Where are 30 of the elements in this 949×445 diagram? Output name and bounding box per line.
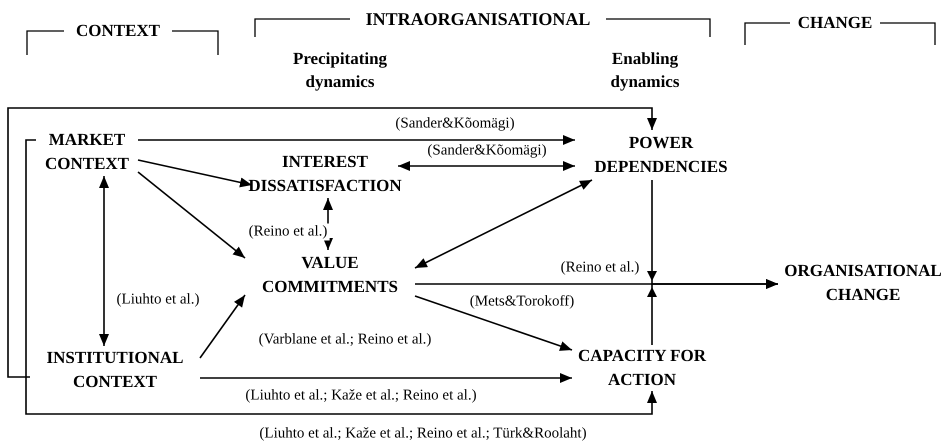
arrow	[414, 179, 592, 269]
edge-label: (Sander&Kõomägi)	[425, 142, 549, 160]
arrow	[25, 139, 657, 415]
node-label: CAPACITY FOR ACTION	[577, 345, 708, 391]
arrow	[99, 176, 109, 346]
edge-label: (Liuhto et al.)	[114, 292, 202, 308]
edge-label: (Sander&Kõomägi)	[393, 116, 517, 132]
edge-label: (Reino et al.)	[558, 260, 642, 276]
node-label: VALUE COMMITMENTS	[261, 252, 399, 298]
edge-label: (Liuhto et al.; Kaže et al.; Reino et al.; Türk&Roolaht)	[257, 426, 589, 442]
node-label: INSTITUTIONAL CONTEXT	[46, 347, 184, 393]
arrow	[138, 135, 575, 145]
arrow	[138, 171, 246, 259]
node-label: INTEREST DISSATISFACTION	[248, 151, 402, 197]
arrow	[7, 107, 657, 378]
node-label: POWER DEPENDENCIES	[593, 132, 729, 178]
arrow	[138, 159, 252, 188]
arrow	[199, 294, 246, 358]
node-label: ORGANISATIONAL CHANGE	[783, 260, 943, 306]
edge-label: (Varblane et al.; Reino et al.)	[256, 332, 434, 348]
arrow	[200, 373, 572, 383]
subheading: Enabling dynamics	[610, 48, 680, 93]
node-label: MARKET CONTEXT	[44, 129, 130, 175]
edge-label: (Mets&Torokoff)	[468, 294, 576, 310]
edge-label: (Liuhto et al.; Kaže et al.; Reino et al.)	[243, 388, 479, 404]
subheading: Precipitating dynamics	[292, 48, 388, 93]
edge-label: (Reino et al.)	[246, 224, 330, 240]
arrow	[647, 279, 778, 345]
arrow	[398, 161, 575, 171]
arrow	[414, 295, 572, 351]
